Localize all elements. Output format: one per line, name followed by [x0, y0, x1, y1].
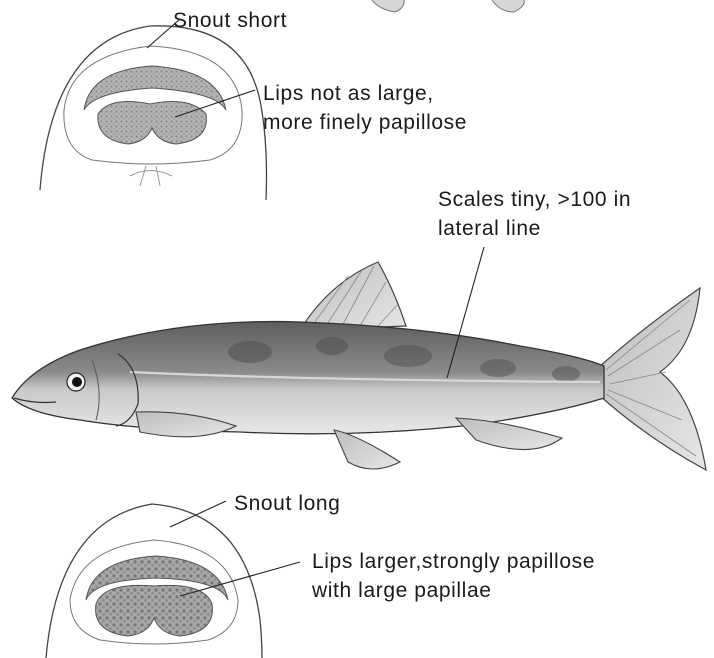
scales-text-line1: Scales tiny, >100 in	[438, 185, 631, 214]
lips-small-label: Lips not as large, more finely papillose	[263, 79, 467, 137]
snout-short-text: Snout short	[173, 6, 287, 35]
pelvic-fin	[334, 430, 400, 469]
lips-large-text-line1: Lips larger,strongly papillose	[312, 547, 595, 576]
leader-snout-long	[170, 501, 226, 527]
caudal-fin	[598, 288, 706, 470]
dorsal-fin	[300, 262, 406, 330]
lips-small-text-line1: Lips not as large,	[263, 79, 467, 108]
lips-large-text-line2: with large papillae	[312, 576, 595, 605]
head-long-snout	[46, 504, 262, 658]
lower-lip-lobes	[98, 102, 207, 144]
cropped-upper-figure	[372, 0, 524, 12]
scales-text-line2: lateral line	[438, 214, 631, 243]
snout-short-label: Snout short	[173, 6, 287, 35]
lips-large-label: Lips larger,strongly papillose with larg…	[312, 547, 595, 605]
fish-lateral-view	[12, 262, 706, 470]
snout-long-label: Snout long	[234, 489, 340, 518]
head-short-snout	[40, 26, 267, 200]
snout-long-text: Snout long	[234, 489, 340, 518]
scales-label: Scales tiny, >100 in lateral line	[438, 185, 631, 243]
lower-lip-lobes-large	[96, 585, 213, 636]
anal-fin	[456, 418, 562, 450]
lips-small-text-line2: more finely papillose	[263, 108, 467, 137]
